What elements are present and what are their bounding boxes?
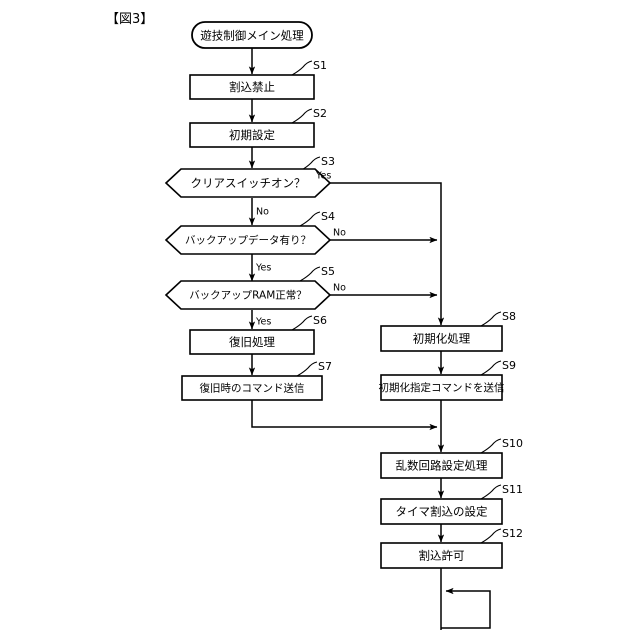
s6-shape (189, 329, 315, 355)
s5-shape (164, 280, 332, 310)
node-s2-process[interactable]: 初期設定 (189, 122, 315, 148)
step-label-s11: S11 (502, 483, 523, 496)
branch-label-s4-yes: Yes (255, 263, 271, 274)
start-terminal-label: 遊技制御メイン処理 (200, 29, 304, 43)
step-label-s12: S12 (502, 527, 523, 540)
s8-shape (380, 325, 503, 352)
s2-shape (189, 122, 315, 148)
s9-shape (380, 374, 503, 401)
node-s9-process[interactable]: 初期化指定コマンドを送信 (379, 374, 505, 401)
connector-bottom-loop (441, 587, 491, 629)
figure-number-label: 【図3】 (106, 12, 154, 27)
leader-s4 (299, 211, 321, 227)
start-terminal-shape (191, 21, 313, 49)
leader-s2 (291, 108, 313, 124)
node-s11-process[interactable]: タイマ割込の設定 (380, 498, 503, 525)
s7-shape (181, 375, 323, 401)
branch-label-s3-no: No (256, 207, 269, 218)
node-s4-decision[interactable]: バックアップデータ有り？ (164, 225, 332, 255)
node-s8-process[interactable]: 初期化処理 (380, 325, 503, 352)
leader-s1 (291, 60, 313, 76)
step-leader-layer (291, 60, 502, 544)
leader-s5 (299, 266, 321, 282)
node-s5-decision[interactable]: バックアップRAM正常？ (164, 280, 332, 310)
s8-label: 初期化処理 (413, 332, 471, 346)
s11-shape (380, 498, 503, 525)
node-s3-decision[interactable]: クリアスイッチオン？ (164, 168, 332, 198)
s10-label: 乱数回路設定処理 (396, 459, 488, 473)
leader-s11 (480, 484, 502, 500)
step-label-s10: S10 (502, 437, 523, 450)
step-label-s1: S1 (313, 59, 327, 72)
node-s12-process[interactable]: 割込許可 (380, 542, 503, 569)
step-label-s2: S2 (313, 107, 327, 120)
s9-label: 初期化指定コマンドを送信 (379, 381, 505, 394)
s10-shape (380, 452, 503, 479)
leader-s7 (296, 361, 318, 377)
node-s1-process[interactable]: 割込禁止 (189, 74, 315, 100)
leader-s12 (480, 528, 502, 544)
s11-label: タイマ割込の設定 (396, 505, 488, 519)
s3-label: クリアスイッチオン？ (191, 176, 306, 190)
s12-label: 割込許可 (419, 549, 465, 563)
leader-s6 (291, 315, 313, 331)
s7-label: 復旧時のコマンド送信 (200, 382, 305, 395)
step-label-s8: S8 (502, 310, 516, 323)
step-label-s6: S6 (313, 314, 327, 327)
node-s7-process[interactable]: 復旧時のコマンド送信 (181, 375, 323, 401)
leader-s8 (480, 311, 502, 327)
branch-label-s5-no: No (333, 283, 346, 294)
s3-shape (164, 168, 332, 198)
s1-label: 割込禁止 (229, 80, 275, 94)
leader-s9 (480, 360, 502, 376)
s1-shape (189, 74, 315, 100)
leader-s10 (480, 438, 502, 454)
branch-label-s4-no: No (333, 228, 346, 239)
step-label-s3: S3 (321, 155, 335, 168)
branch-label-s3-yes: Yes (315, 171, 331, 182)
s5-label: バックアップRAM正常？ (189, 289, 307, 302)
step-label-s4: S4 (321, 210, 335, 223)
connector-s7-to-rail (251, 400, 438, 431)
s12-shape (380, 542, 503, 569)
node-s10-process[interactable]: 乱数回路設定処理 (380, 452, 503, 479)
s4-label: バックアップデータ有り？ (185, 234, 311, 247)
s6-label: 復旧処理 (229, 335, 275, 349)
branch-label-s5-yes: Yes (255, 317, 271, 328)
s2-label: 初期設定 (229, 128, 275, 142)
connector-s3-yes-to-s8 (330, 182, 445, 326)
s4-shape (164, 225, 332, 255)
step-label-s7: S7 (318, 360, 332, 373)
connector-layer (248, 48, 491, 630)
node-start-terminal[interactable]: 遊技制御メイン処理 (191, 21, 313, 49)
step-label-s5: S5 (321, 265, 335, 278)
step-label-s9: S9 (502, 359, 516, 372)
node-s6-process[interactable]: 復旧処理 (189, 329, 315, 355)
